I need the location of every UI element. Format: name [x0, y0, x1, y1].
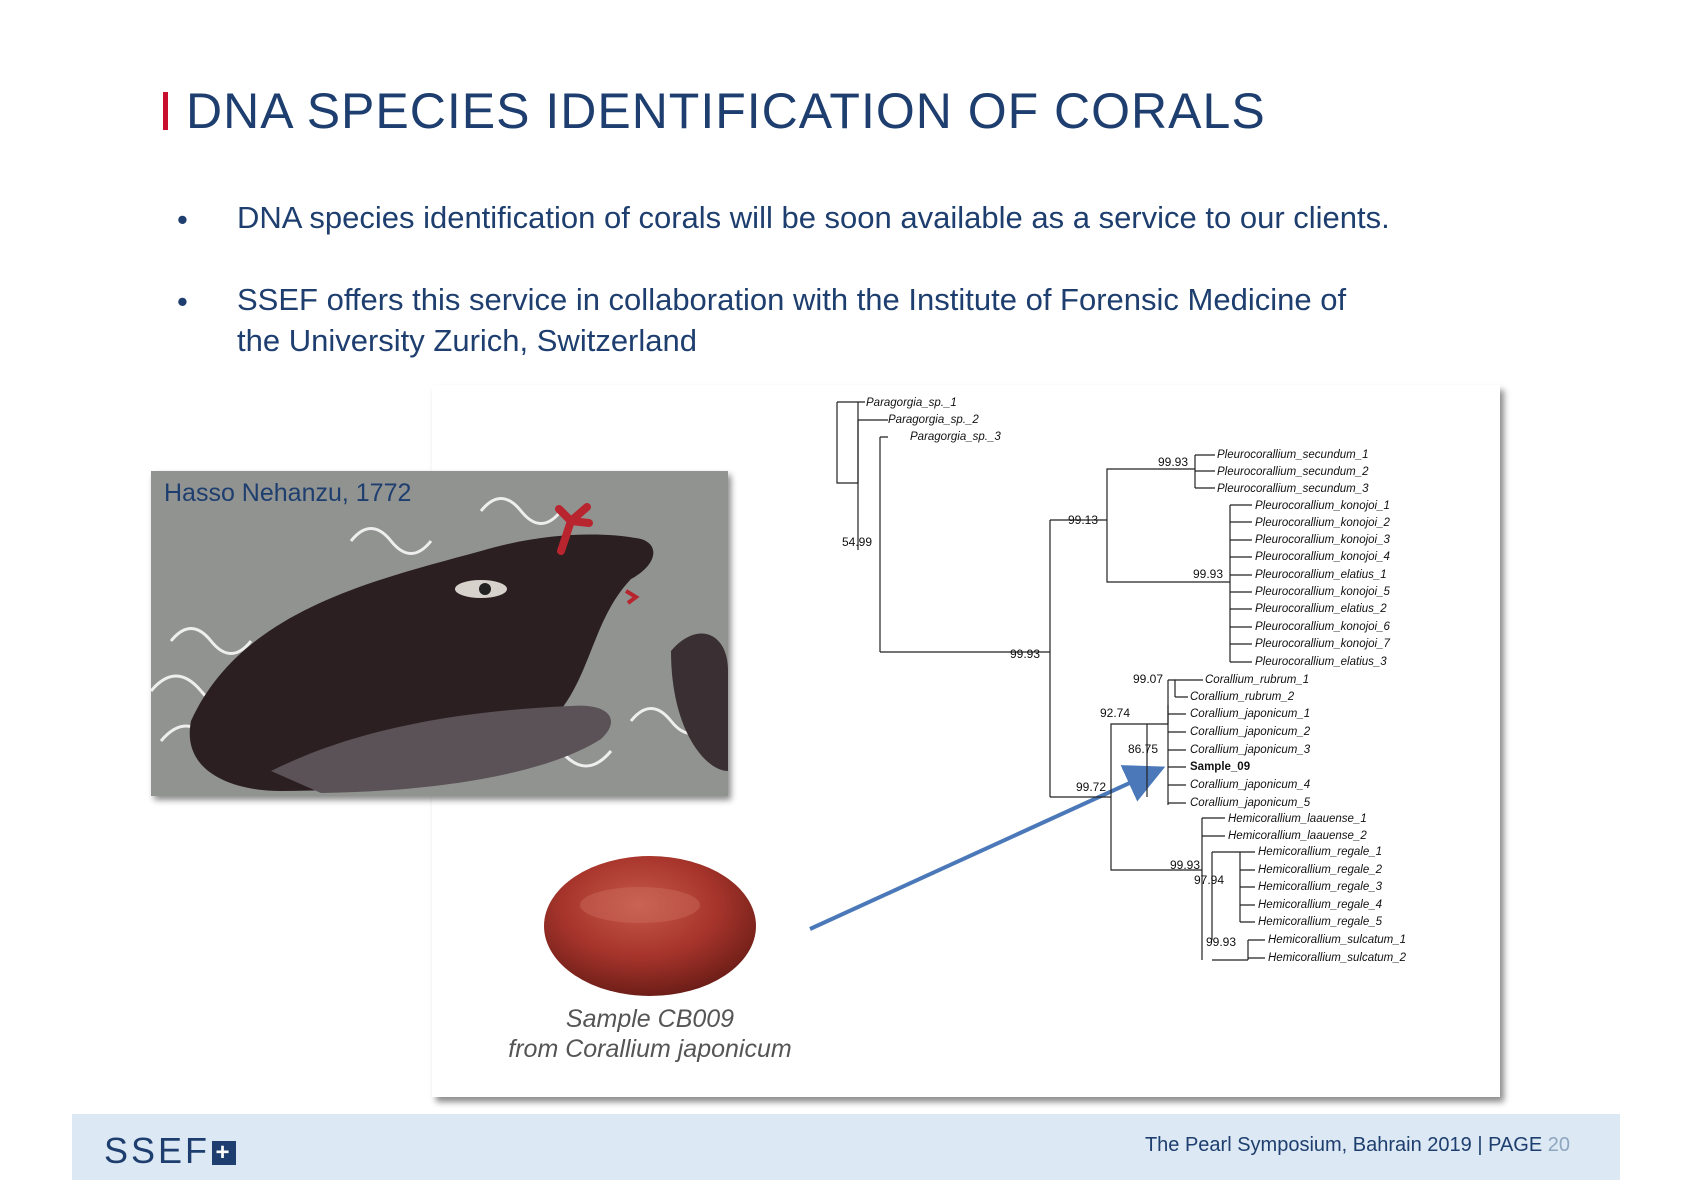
tree-taxon-label: Corallium_japonicum_5 [1190, 797, 1311, 809]
support-value-label: 99.13 [1068, 513, 1098, 527]
tree-taxon-label: Hemicorallium_regale_5 [1258, 916, 1383, 928]
ssef-logo: SSEF+ [104, 1130, 237, 1172]
tree-taxon-label: Pleurocorallium_konojoi_1 [1255, 500, 1390, 512]
support-value-label: 99.07 [1133, 672, 1163, 686]
tree-taxon-label: Pleurocorallium_konojoi_3 [1255, 534, 1390, 546]
tree-taxon-label: Pleurocorallium_konojoi_2 [1255, 517, 1390, 529]
tree-taxon-label: Corallium_japonicum_4 [1190, 779, 1310, 791]
tree-taxon-label: Paragorgia_sp._3 [910, 431, 1001, 443]
tree-taxon-label: Hemicorallium_regale_2 [1258, 864, 1383, 876]
support-value-label: 86.75 [1128, 742, 1158, 756]
footer-bar: SSEF+ The Pearl Symposium, Bahrain 2019 … [72, 1114, 1620, 1180]
tree-taxon-label: Paragorgia_sp._2 [888, 414, 979, 426]
plus-icon: + [212, 1141, 237, 1165]
painting-image: Hasso Nehanzu, 1772 [151, 471, 728, 796]
tree-taxon-label: Corallium_japonicum_3 [1190, 744, 1311, 756]
tree-taxon-label: Pleurocorallium_konojoi_6 [1255, 621, 1390, 633]
support-value-label: 92.74 [1100, 706, 1130, 720]
gem-caption-line-1: Sample CB009 [565, 1005, 735, 1033]
event-label: The Pearl Symposium, Bahrain 2019 | PAGE [1144, 1134, 1543, 1156]
tree-taxon-label: Sample_09 [1190, 761, 1250, 773]
gem-caption: Sample CB009 from Corallium japonicum [460, 1004, 840, 1064]
bullet-2-line-2: the University Zurich, Switzerland [237, 323, 697, 358]
tree-taxon-label: Pleurocorallium_elatius_3 [1255, 656, 1387, 668]
support-value-label: 99.93 [1193, 567, 1223, 581]
tree-taxon-label: Hemicorallium_sulcatum_1 [1268, 934, 1406, 946]
coral-gem-image [544, 856, 756, 996]
support-value-label: 54.99 [842, 535, 872, 549]
tree-taxon-label: Corallium_rubrum_1 [1205, 674, 1309, 686]
sea-creature-illustration [151, 471, 728, 796]
logo-text: SSEF [104, 1130, 211, 1171]
tree-taxon-label: Pleurocorallium_secundum_3 [1217, 483, 1369, 495]
tree-taxon-label: Hemicorallium_laauense_1 [1228, 813, 1367, 825]
title-text: DNA SPECIES IDENTIFICATION OF CORALS [186, 83, 1266, 139]
support-value-label: 99.93 [1206, 935, 1236, 949]
support-value-label: 99.72 [1076, 780, 1106, 794]
tree-taxon-label: Pleurocorallium_elatius_2 [1255, 603, 1387, 615]
footer-event-text: The Pearl Symposium, Bahrain 2019 | PAGE… [1145, 1134, 1570, 1157]
slide-title: DNA SPECIES IDENTIFICATION OF CORALS [163, 82, 1266, 140]
page-number: 20 [1547, 1134, 1570, 1156]
tree-taxon-label: Hemicorallium_regale_3 [1258, 881, 1383, 893]
tree-taxon-label: Hemicorallium_regale_4 [1258, 899, 1382, 911]
tree-taxon-label: Pleurocorallium_secundum_1 [1217, 449, 1369, 461]
tree-taxon-label: Corallium_japonicum_2 [1190, 726, 1311, 738]
title-accent-bar [163, 92, 168, 130]
bullet-1: DNA species identification of corals wil… [237, 200, 1390, 235]
bullet-2-line-1: SSEF offers this service in collaboratio… [237, 282, 1347, 317]
tree-taxon-label: Pleurocorallium_konojoi_4 [1255, 551, 1390, 563]
bullet-icon: • [177, 202, 188, 237]
tree-branches [836, 401, 1265, 961]
support-value-label: 97.94 [1194, 873, 1224, 887]
painting-label: Hasso Nehanzu, 1772 [164, 479, 412, 507]
tree-taxon-label: Pleurocorallium_secundum_2 [1217, 466, 1369, 478]
support-value-label: 99.93 [1010, 647, 1040, 661]
tree-taxon-label: Pleurocorallium_elatius_1 [1255, 569, 1387, 581]
gem-caption-line-2: from Corallium japonicum [508, 1035, 792, 1063]
tree-taxon-label: Paragorgia_sp._1 [866, 397, 957, 409]
tree-taxon-label: Corallium_rubrum_2 [1190, 691, 1295, 703]
support-value-label: 99.93 [1170, 858, 1200, 872]
bullet-icon: • [177, 284, 188, 319]
tree-taxon-label: Pleurocorallium_konojoi_5 [1255, 586, 1390, 598]
tree-taxon-label: Hemicorallium_laauense_2 [1228, 830, 1367, 842]
tree-taxon-label: Corallium_japonicum_1 [1190, 708, 1310, 720]
support-value-label: 99.93 [1158, 455, 1188, 469]
tree-taxon-label: Pleurocorallium_konojoi_7 [1255, 638, 1390, 650]
tree-taxon-label: Hemicorallium_sulcatum_2 [1268, 952, 1407, 964]
tree-taxon-label: Hemicorallium_regale_1 [1258, 846, 1382, 858]
